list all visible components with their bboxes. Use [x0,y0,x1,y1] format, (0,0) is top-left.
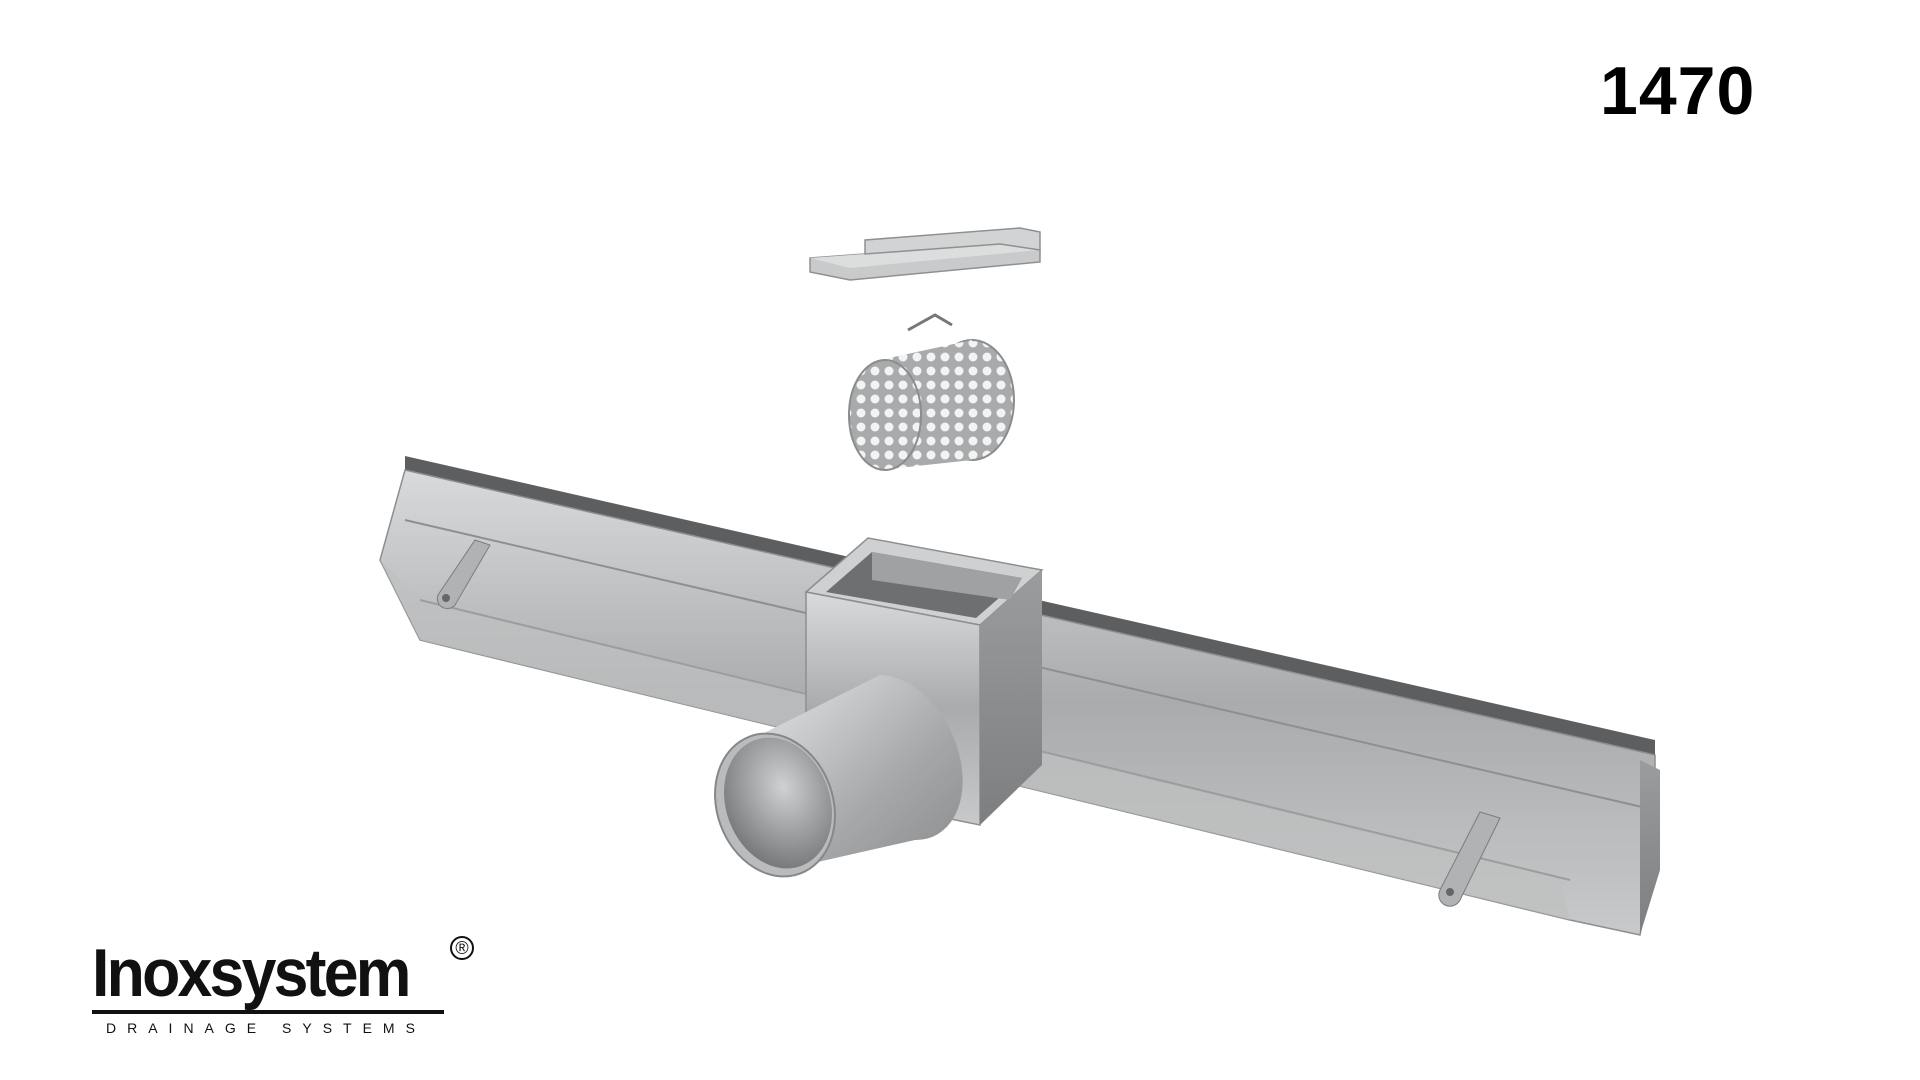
outlet-pipe [714,675,963,878]
registered-mark: ® [450,936,474,960]
logo-wordmark: Inoxsystem [92,935,411,1011]
model-number: 1470 [1600,53,1756,129]
perforated-basket [848,313,1015,471]
brand-logo: Inoxsystem ® DRAINAGE SYSTEMS [92,935,474,1036]
logo-divider [92,1010,444,1014]
logo-tagline: DRAINAGE SYSTEMS [106,1020,426,1036]
grate-cover [809,227,1041,281]
